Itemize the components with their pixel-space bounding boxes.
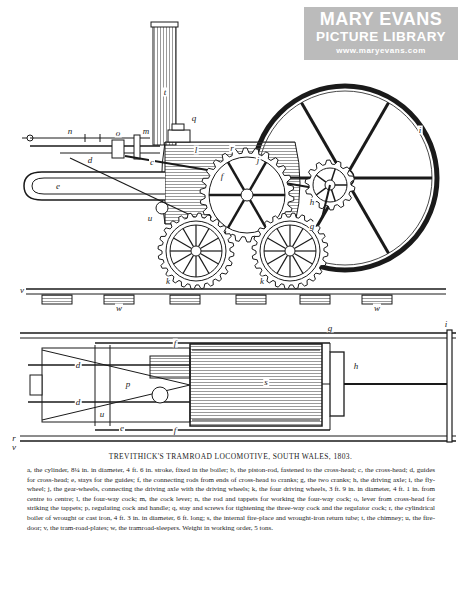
callout-letter: s <box>263 378 269 387</box>
callout-letter: h <box>353 362 360 371</box>
callout-letter: d <box>87 156 94 165</box>
callout-letter: f <box>173 339 178 348</box>
callout-letter: g <box>327 324 334 333</box>
callout-letter: w <box>115 304 123 313</box>
callout-letter: h <box>309 198 316 207</box>
callout-letter: i <box>444 320 449 329</box>
callout-letter: r <box>11 434 17 443</box>
callout-letter: u <box>99 410 106 419</box>
callout-letter: p <box>125 380 132 389</box>
callout-letter: w <box>373 304 381 313</box>
side-elevation <box>22 22 446 304</box>
watermark-text: MARY EVANS <box>305 9 457 29</box>
callout-letter: f <box>173 426 178 435</box>
plan-view <box>20 330 456 442</box>
callout-letter: v <box>19 286 25 295</box>
callout-letter: j <box>256 156 261 165</box>
callout-letter: k <box>165 277 171 286</box>
figure-title: TREVITHICK'S TRAMROAD LOCOMOTIVE, SOUTH … <box>10 452 451 461</box>
callout-letter: k <box>259 277 265 286</box>
callout-letter: n <box>67 127 74 136</box>
callout-letter: l <box>194 146 199 155</box>
callout-letter: d <box>75 361 82 370</box>
callout-letter: g <box>309 222 316 231</box>
callout-letter: i <box>418 126 423 135</box>
callout-letter: t <box>163 88 168 97</box>
callout-letter: u <box>147 214 154 223</box>
figure-caption: a, the cylinder, 8¼ in. in diameter, 4 f… <box>27 466 435 533</box>
callout-letter: o <box>115 129 122 138</box>
watermark-box <box>304 7 458 60</box>
callout-letter: q <box>191 114 198 123</box>
callout-letter: v <box>11 443 17 452</box>
callout-letter: f <box>220 172 225 181</box>
callout-letter: c <box>149 158 155 167</box>
watermark-text: www.maryevans.com <box>305 46 457 56</box>
callout-letter: e <box>55 182 61 191</box>
callout-letter: d <box>75 398 82 407</box>
callout-letter: m <box>142 127 151 136</box>
callout-letter: e <box>119 424 125 433</box>
watermark-text: PICTURE LIBRARY <box>305 29 457 45</box>
callout-letter: r <box>229 144 235 153</box>
